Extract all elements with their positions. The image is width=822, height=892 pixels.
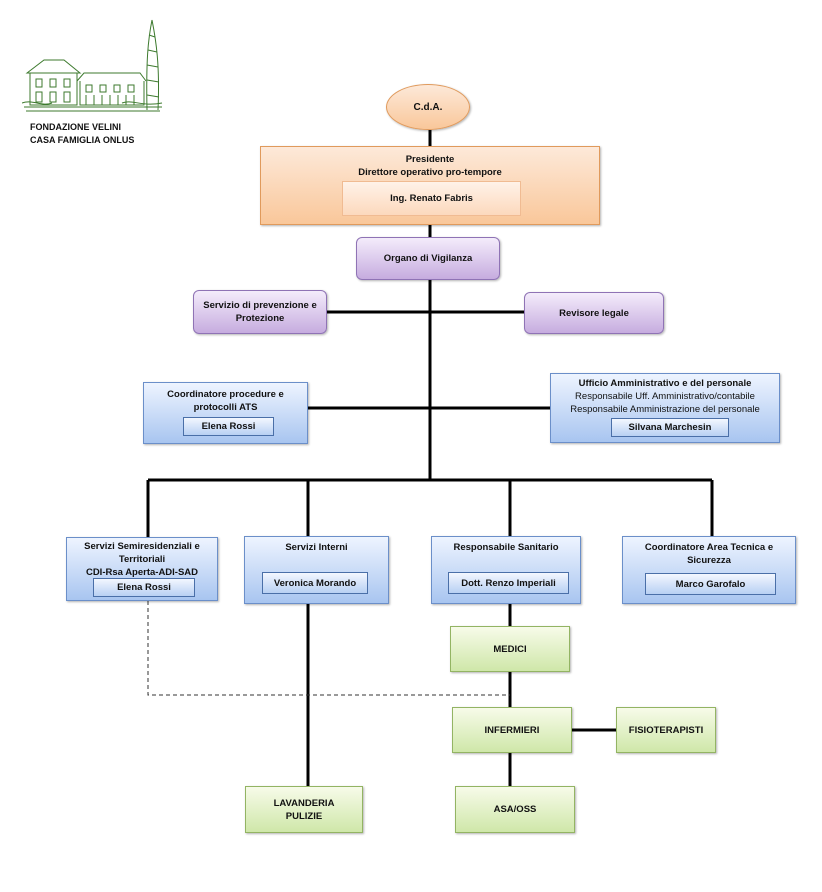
tecnica-name: Marco Garofalo: [675, 578, 746, 590]
lavanderia-node: LAVANDERIA PULIZIE: [245, 786, 363, 833]
coordinatore-ats-line2: protocolli ATS: [193, 402, 258, 413]
fisioterapisti-label: FISIOTERAPISTI: [628, 724, 704, 736]
revisore-label: Revisore legale: [559, 307, 629, 319]
organization-line2: CASA FAMIGLIA ONLUS: [30, 135, 135, 145]
ufficio-line2: Responsabile Uff. Amministrativo/contabi…: [575, 391, 755, 402]
presidente-name-box: Ing. Renato Fabris: [342, 181, 521, 216]
interni-title: Servizi Interni: [285, 542, 348, 553]
ufficio-name-box: Silvana Marchesin: [611, 418, 729, 437]
coordinatore-ats-node: Coordinatore procedure e protocolli ATS: [143, 382, 308, 444]
coordinatore-ats-line1: Coordinatore procedure e: [167, 389, 284, 400]
asa-label: ASA/OSS: [493, 804, 537, 815]
sanitario-name: Dott. Renzo Imperiali: [461, 577, 556, 589]
medici-label: MEDICI: [493, 643, 527, 655]
presidente-title: Presidente: [405, 154, 455, 165]
organization-name: FONDAZIONE VELINI CASA FAMIGLIA ONLUS: [30, 121, 134, 147]
asa-node: ASA/OSS: [455, 786, 575, 833]
prevenzione-line2: Protezione: [235, 313, 285, 324]
medici-node: MEDICI: [450, 626, 570, 672]
prevenzione-node: Servizio di prevenzione e Protezione: [193, 290, 327, 334]
cda-label: C.d.A.: [413, 101, 443, 113]
lavanderia-line2: PULIZIE: [285, 810, 323, 822]
semiresidenziali-line1: Servizi Semiresidenziali e: [84, 541, 200, 552]
prevenzione-line1: Servizio di prevenzione e: [203, 300, 317, 311]
sanitario-title: Responsabile Sanitario: [453, 542, 559, 553]
villa-drawing-icon: [22, 19, 163, 112]
sanitario-name-box: Dott. Renzo Imperiali: [448, 572, 569, 594]
tecnica-line2: Sicurezza: [687, 555, 731, 566]
interni-name-box: Veronica Morando: [262, 572, 368, 594]
tecnica-name-box: Marco Garofalo: [645, 573, 776, 595]
organization-line1: FONDAZIONE VELINI: [30, 122, 122, 132]
ufficio-line1: Ufficio Amministrativo e del personale: [578, 378, 752, 389]
coordinatore-ats-name: Elena Rossi: [201, 421, 256, 432]
vigilanza-label: Organo di Vigilanza: [383, 253, 473, 264]
dashed-connector: [147, 601, 510, 696]
semiresidenziali-line3: CDI-Rsa Aperta-ADI-SAD: [85, 567, 199, 578]
presidente-name: Ing. Renato Fabris: [390, 193, 473, 204]
semiresidenziali-line2: Territoriali: [118, 554, 166, 565]
interni-name: Veronica Morando: [273, 577, 357, 589]
semiresidenziali-name-box: Elena Rossi: [93, 578, 195, 597]
lavanderia-line1: LAVANDERIA: [273, 797, 335, 809]
infermieri-node: INFERMIERI: [452, 707, 572, 753]
infermieri-label: INFERMIERI: [484, 724, 540, 736]
vigilanza-node: Organo di Vigilanza: [356, 237, 500, 280]
fisioterapisti-node: FISIOTERAPISTI: [616, 707, 716, 753]
coordinatore-ats-name-box: Elena Rossi: [183, 417, 274, 436]
revisore-node: Revisore legale: [524, 292, 664, 334]
presidente-subtitle: Direttore operativo pro-tempore: [358, 167, 502, 178]
cda-node: C.d.A.: [386, 84, 470, 130]
ufficio-line3: Responsabile Amministrazione del persona…: [570, 404, 760, 415]
tecnica-line1: Coordinatore Area Tecnica e: [644, 542, 774, 553]
ufficio-name: Silvana Marchesin: [628, 422, 712, 433]
semiresidenziali-name: Elena Rossi: [117, 582, 171, 593]
